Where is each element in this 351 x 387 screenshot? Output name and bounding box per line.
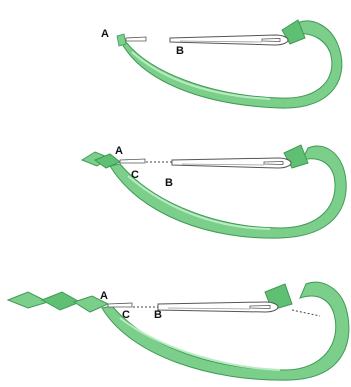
label-a: A <box>101 28 109 40</box>
ribbon-twist-2 <box>42 292 80 310</box>
dashed-thread <box>292 310 320 316</box>
panel-1: A B <box>101 20 342 108</box>
needle <box>172 158 291 168</box>
panel-2: A C B <box>82 145 346 238</box>
panel-3: A C B <box>8 282 349 380</box>
label-c: C <box>131 169 139 181</box>
ribbon-stub-a <box>117 34 126 46</box>
label-a: A <box>100 290 108 302</box>
label-b: B <box>154 309 162 321</box>
label-c: C <box>122 309 130 321</box>
needle-tip-segment <box>108 303 132 307</box>
needle <box>170 35 288 45</box>
needle-tip-segment <box>126 37 146 41</box>
needle-tip-segment <box>120 159 145 163</box>
needle <box>158 302 278 312</box>
label-a: A <box>115 145 123 157</box>
label-b: B <box>176 45 184 57</box>
label-b: B <box>165 177 173 189</box>
